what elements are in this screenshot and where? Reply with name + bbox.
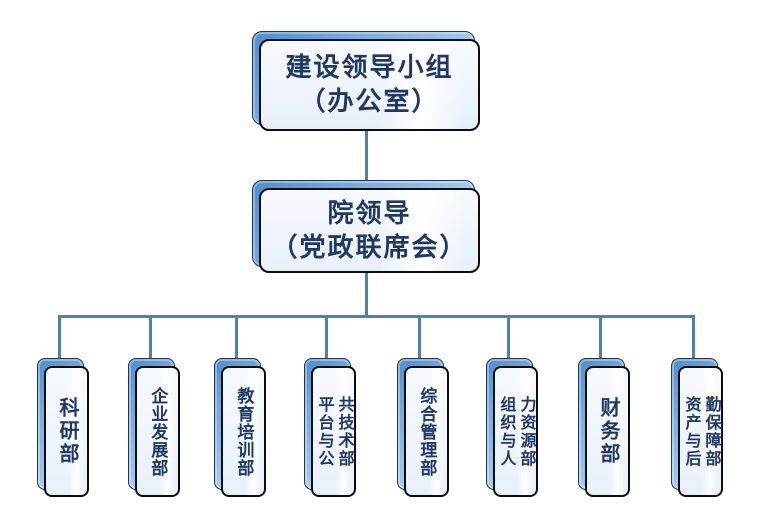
- node-front-box: 综合管理部: [404, 366, 449, 497]
- department-label: 组织与人 力资源部: [497, 395, 535, 468]
- connector-drop-5: [418, 315, 421, 360]
- department-label: 平台与公 共技术部: [315, 395, 353, 468]
- connector-leader-to-bus: [365, 271, 368, 317]
- connector-root-to-leader: [365, 129, 368, 181]
- org-node-department-4: 平台与公 共技术部: [304, 358, 356, 497]
- department-label: 科研部: [56, 397, 78, 466]
- org-node-department-3: 教育培训部: [214, 358, 266, 497]
- root-label: 建设领导小组 （办公室）: [285, 52, 454, 116]
- connector-drop-2: [149, 315, 152, 360]
- org-node-department-5: 综合管理部: [397, 358, 449, 497]
- node-front-box: 企业发展部: [135, 366, 180, 497]
- org-node-root: 建设领导小组 （办公室）: [252, 31, 480, 131]
- org-node-department-8: 资产与后 勤保障部: [671, 358, 723, 497]
- org-node-leader: 院领导 （党政联席会）: [252, 180, 480, 273]
- org-node-department-1: 科研部: [37, 358, 89, 497]
- department-label: 财务部: [597, 397, 619, 466]
- connector-drop-8: [692, 315, 695, 360]
- node-front-box: 资产与后 勤保障部: [678, 366, 723, 497]
- connector-drop-6: [507, 315, 510, 360]
- department-label: 教育培训部: [234, 386, 254, 477]
- connector-drop-4: [325, 315, 328, 360]
- department-label: 综合管理部: [417, 386, 437, 477]
- department-label: 资产与后 勤保障部: [682, 395, 720, 468]
- org-node-department-2: 企业发展部: [128, 358, 180, 497]
- node-front-box: 院领导 （党政联席会）: [259, 188, 480, 273]
- node-front-box: 建设领导小组 （办公室）: [259, 39, 480, 131]
- node-front-box: 组织与人 力资源部: [493, 366, 538, 497]
- connector-drop-1: [58, 315, 61, 360]
- connector-drop-7: [599, 315, 602, 360]
- node-front-box: 教育培训部: [221, 366, 266, 497]
- leader-label: 院领导 （党政联席会）: [271, 197, 468, 262]
- node-front-box: 财务部: [585, 366, 630, 497]
- org-node-department-7: 财务部: [578, 358, 630, 497]
- org-node-department-6: 组织与人 力资源部: [486, 358, 538, 497]
- department-label: 企业发展部: [148, 386, 168, 477]
- node-front-box: 科研部: [44, 366, 89, 497]
- connector-bus-line: [58, 315, 695, 318]
- connector-drop-3: [235, 315, 238, 360]
- node-front-box: 平台与公 共技术部: [311, 366, 356, 497]
